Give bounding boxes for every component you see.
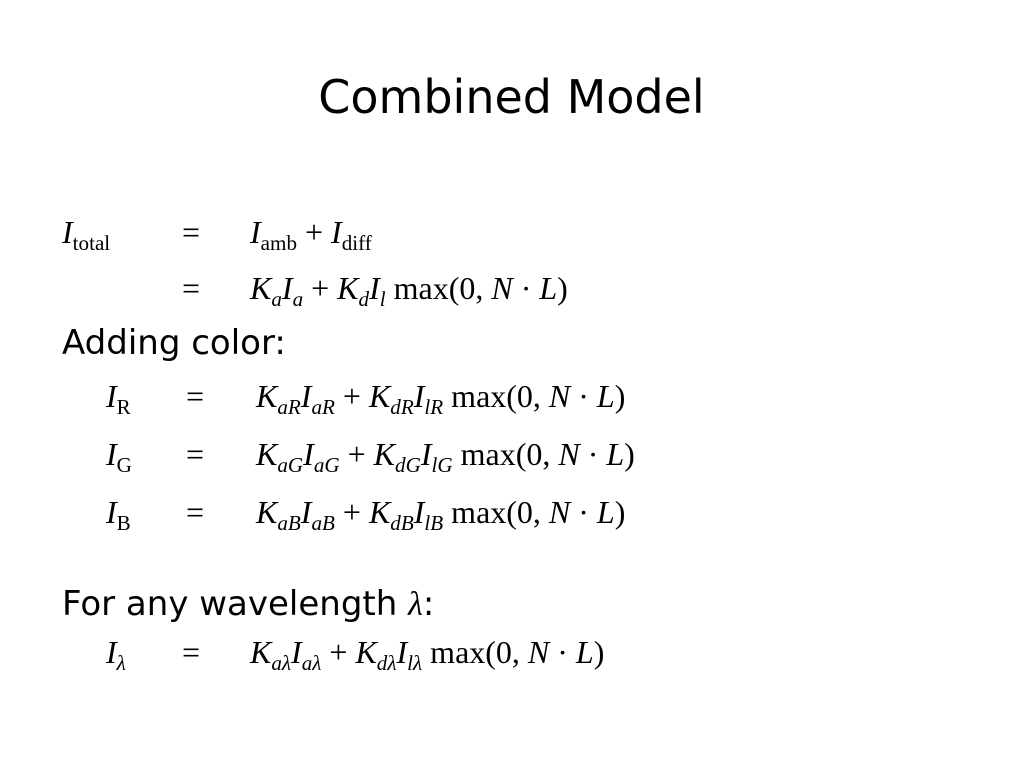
equation-total: Itotal = Iamb + Idiff	[62, 212, 762, 255]
equation-wavelength-lhs: Iλ	[106, 634, 126, 675]
lambda-symbol: λ	[408, 586, 423, 623]
equation-total-equals: =	[182, 214, 201, 250]
equation-red-rhs: KaRIaR + KdRIlR max(0, N · L)	[256, 378, 626, 419]
equation-green-lhs: IG	[106, 436, 132, 477]
equation-green-rhs: KaGIaG + KdGIlG max(0, N · L)	[256, 436, 635, 477]
equation-blue: IB = KaBIaB + KdBIlB max(0, N · L)	[106, 492, 866, 535]
equation-blue-lhs: IB	[106, 494, 131, 535]
equation-total-rhs: Iamb + Idiff	[250, 214, 372, 255]
wavelength-label: For any wavelength λ:	[62, 584, 435, 624]
equation-blue-equals: =	[186, 494, 205, 530]
equation-green: IG = KaGIaG + KdGIlG max(0, N · L)	[106, 434, 866, 477]
equation-green-equals: =	[186, 436, 205, 472]
equation-total-lhs: Itotal	[62, 214, 111, 255]
equation-red-equals: =	[186, 378, 205, 414]
equation-red-lhs: IR	[106, 378, 131, 419]
equation-red: IR = KaRIaR + KdRIlR max(0, N · L)	[106, 376, 866, 419]
equation-wavelength-equals: =	[182, 634, 201, 670]
equation-blue-rhs: KaBIaB + KdBIlB max(0, N · L)	[256, 494, 626, 535]
adding-color-label: Adding color:	[62, 323, 286, 363]
equation-wavelength: Iλ = KaλIaλ + KdλIlλ max(0, N · L)	[106, 632, 866, 675]
slide-title: Combined Model	[318, 70, 705, 124]
equation-wavelength-rhs: KaλIaλ + KdλIlλ max(0, N · L)	[250, 634, 605, 675]
equation-expanded-rhs: KaIa + KdIl max(0, N · L)	[250, 270, 568, 311]
equation-expanded-equals: =	[182, 270, 201, 306]
equation-expanded: = KaIa + KdIl max(0, N · L)	[62, 268, 762, 311]
